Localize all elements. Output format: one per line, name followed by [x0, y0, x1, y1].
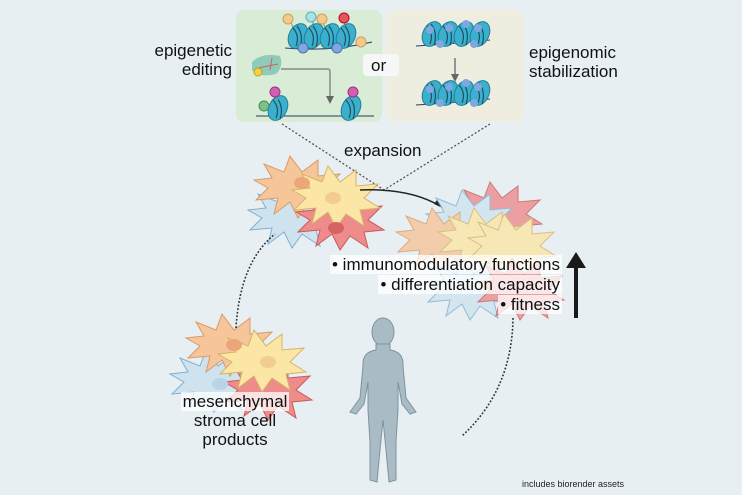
epigenomic-stabilization-label: epigenomic stabilization: [529, 43, 618, 81]
label-line: epigenetic: [154, 41, 232, 60]
label-line: products: [202, 430, 268, 449]
or-label: or: [371, 56, 387, 75]
human-icon: [349, 317, 417, 483]
label-line: editing: [181, 60, 232, 79]
msc-cluster-initial: [247, 155, 385, 251]
label-line: stabilization: [529, 62, 618, 81]
chromatin-stable-bottom-icon: [415, 76, 495, 110]
msc-cluster-products: [169, 313, 313, 421]
msc-products-label: mesenchymal stroma cell products: [170, 392, 300, 449]
chromatin-stable-top-icon: [415, 17, 495, 51]
dotted-line-left: [281, 123, 385, 191]
label-line: epigenomic: [529, 43, 616, 62]
benefit-immunomodulatory: • immunomodulatory functions: [330, 255, 562, 274]
chromatin-open-icon: [256, 86, 374, 125]
label-line: stroma cell: [193, 411, 277, 430]
epigenetic-editor-icon: [252, 54, 334, 104]
expansion-label: expansion: [344, 141, 422, 160]
dotted-line-right: [383, 123, 491, 191]
increase-arrow-icon: [566, 252, 586, 318]
dotted-arc-left: [235, 233, 276, 329]
epigenetic-editing-label: epigenetic editing: [140, 41, 232, 79]
expansion-arrow: [359, 189, 441, 207]
label-line: mesenchymal: [180, 392, 290, 411]
footer-credit: includes biorender assets: [522, 479, 625, 489]
or-badge: [363, 54, 399, 76]
dotted-arc-right: [461, 317, 514, 437]
benefit-fitness: • fitness: [498, 295, 562, 314]
stabilization-arrow-icon: [451, 58, 459, 82]
benefit-differentiation: • differentiation capacity: [378, 275, 562, 294]
benefit-list: • immunomodulatory functions • different…: [300, 255, 562, 314]
chromatin-compact-icon: [282, 11, 373, 54]
